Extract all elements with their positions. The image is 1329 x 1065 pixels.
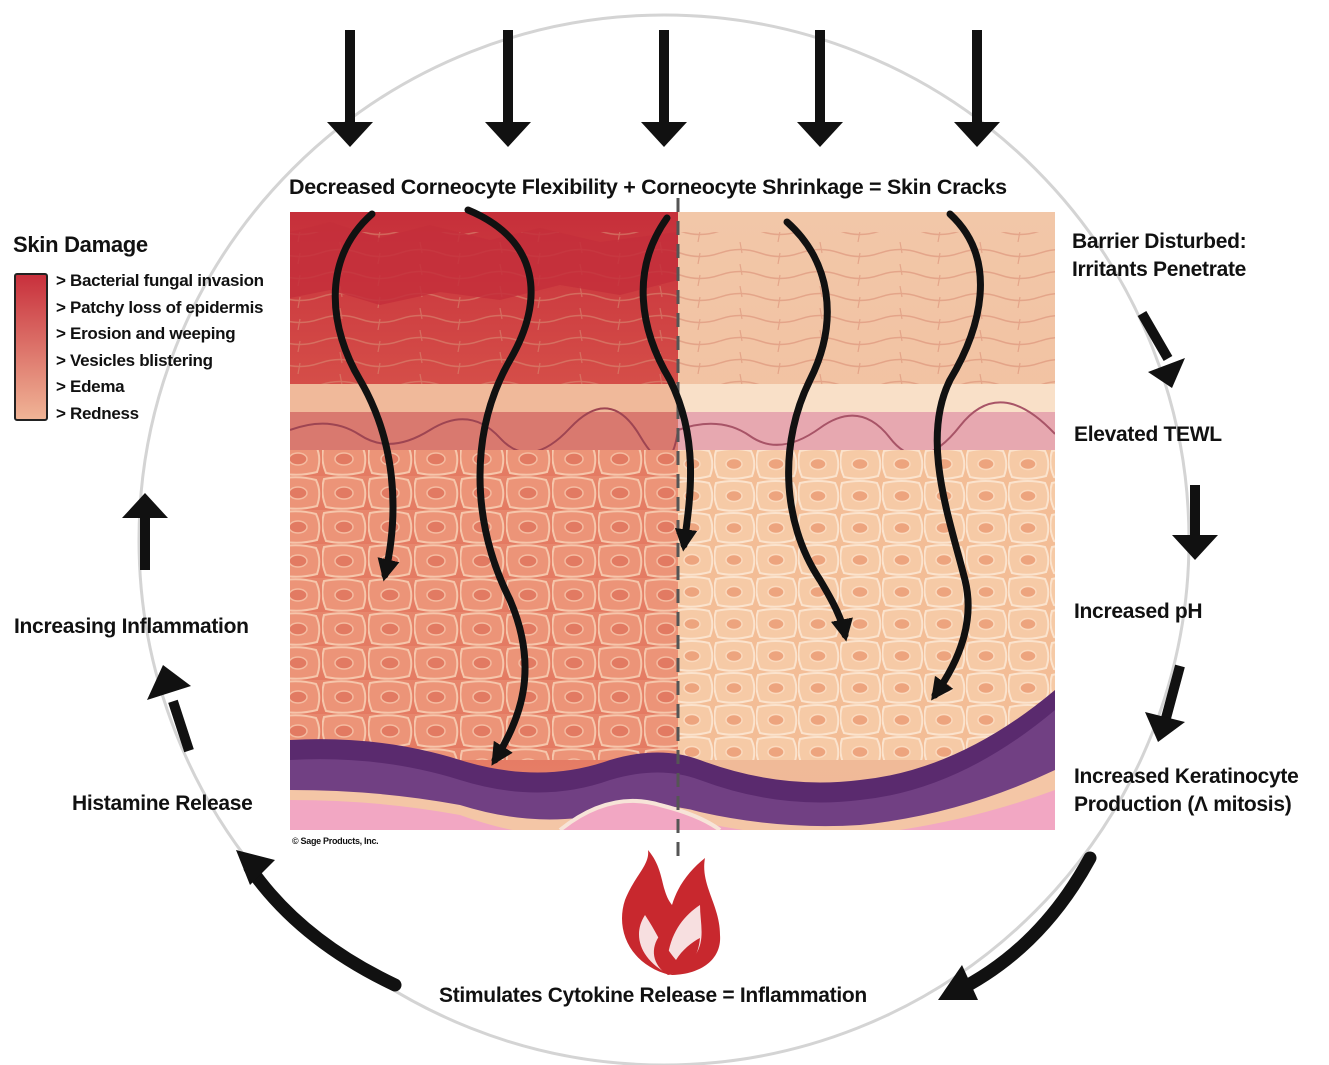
cycle-arrow-icon — [1138, 311, 1218, 742]
copyright-notice: © Sage Products, Inc. — [292, 836, 378, 846]
flame-icon — [622, 850, 720, 975]
top-equation: Decreased Corneocyte Flexibility + Corne… — [289, 173, 1007, 201]
keratinocyte-production-label: Increased Keratinocyte Production (Λ mit… — [1074, 763, 1299, 819]
legend-item: > Edema — [56, 374, 264, 401]
legend-item: > Bacterial fungal invasion — [56, 268, 264, 295]
bottom-equation: Stimulates Cytokine Release = Inflammati… — [439, 982, 867, 1010]
increasing-inflammation-label: Increasing Inflammation — [14, 613, 249, 641]
legend-list: > Bacterial fungal invasion > Patchy los… — [56, 268, 264, 427]
legend-item: > Redness — [56, 401, 264, 428]
legend-gradient-bar — [14, 273, 48, 421]
skin-cross-section — [290, 212, 1055, 836]
legend-item: > Vesicles blistering — [56, 348, 264, 375]
legend-title: Skin Damage — [13, 232, 148, 258]
down-arrow-icon — [327, 30, 1000, 147]
elevated-tewl-label: Elevated TEWL — [1074, 421, 1222, 449]
histamine-release-label: Histamine Release — [72, 790, 253, 818]
legend-item: > Patchy loss of epidermis — [56, 295, 264, 322]
barrier-disturbed-label: Barrier Disturbed: Irritants Penetrate — [1072, 228, 1246, 284]
cycle-arrow-icon — [250, 868, 395, 985]
increased-ph-label: Increased pH — [1074, 598, 1202, 626]
legend-item: > Erosion and weeping — [56, 321, 264, 348]
